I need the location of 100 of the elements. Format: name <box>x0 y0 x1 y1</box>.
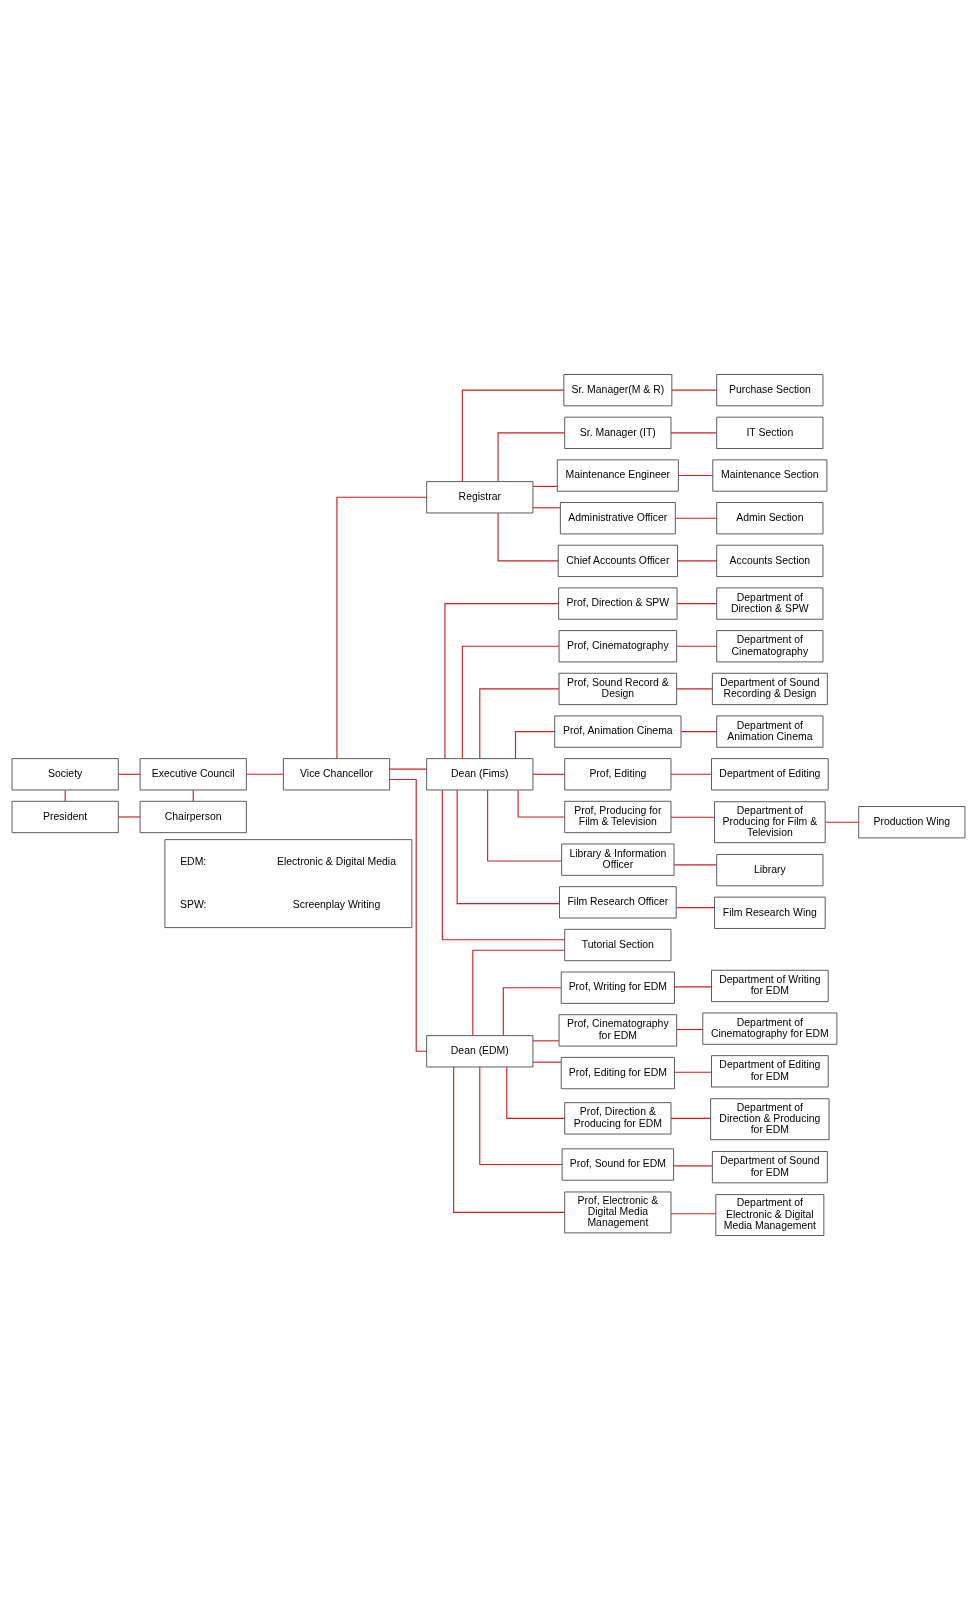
node-box: Prof, Electronic & Digital Media Management <box>564 1191 672 1234</box>
node-box: Purchase Section <box>716 374 824 407</box>
connector <box>64 789 66 802</box>
node-box: Film Research Wing <box>714 896 826 929</box>
node-box: Prof, Producing for Film & Television <box>564 800 672 834</box>
connector <box>670 816 715 818</box>
node-box <box>164 839 413 929</box>
node-box: Sr. Manager (IT) <box>564 416 672 449</box>
node-box: Department of Electronic & Digital Media Management <box>715 1194 825 1236</box>
node-box: Maintenance Engineer <box>556 459 679 492</box>
node-box: Prof, Sound Record & Design <box>558 672 678 706</box>
connector <box>674 1071 713 1073</box>
node-box: Department of Animation Cinema <box>716 715 824 748</box>
connector <box>461 389 565 483</box>
node-box: Chief Accounts Officer <box>557 544 678 577</box>
connector <box>670 773 712 775</box>
connector <box>389 778 427 1052</box>
node-box: Tutorial Section <box>564 928 672 962</box>
node-box: Vice Chancellor <box>282 758 391 791</box>
connector <box>670 1117 712 1119</box>
connector <box>502 987 562 1037</box>
connector <box>670 1213 717 1215</box>
node-box: Department of Sound Recording & Design <box>711 672 828 706</box>
node-box: Maintenance Section <box>712 459 828 492</box>
node-box: Department of Cinematography <box>716 630 824 663</box>
connector <box>479 1066 563 1166</box>
node-box: Administrative Officer <box>559 502 676 535</box>
connector <box>680 731 718 733</box>
connector <box>532 773 566 775</box>
node-box: Prof, Animation Cinema <box>554 715 682 748</box>
connector <box>673 1165 713 1167</box>
connector <box>472 949 566 1037</box>
node-box: Executive Council <box>139 758 247 791</box>
node-box: Dean (EDM) <box>426 1035 534 1068</box>
node-box: Prof, Editing <box>564 758 672 791</box>
node-box: Department of Direction & SPW <box>716 587 824 620</box>
connector <box>497 432 566 482</box>
node-box: Prof, Direction & Producing for EDM <box>564 1102 672 1135</box>
node-box: Prof, Cinematography <box>558 630 678 663</box>
node-box: Department of Direction & Producing for EDM <box>710 1098 830 1141</box>
connector <box>676 907 716 909</box>
node-box: Accounts Section <box>716 544 824 577</box>
node-box: Prof, Writing for EDM <box>560 971 675 1004</box>
node-box: Prof, Editing for EDM <box>560 1056 675 1090</box>
connector <box>677 560 718 562</box>
node-box: Prof, Direction & SPW <box>558 587 678 620</box>
node-box: President <box>11 800 119 834</box>
connector <box>676 688 713 690</box>
node-box: Department of Producing for Film & Television <box>714 801 826 844</box>
node-box: Library <box>716 854 824 887</box>
connector <box>441 789 566 941</box>
node-box: IT Section <box>716 416 824 449</box>
node-box: Sr. Manager(M & R) <box>563 374 673 407</box>
connector <box>117 816 141 818</box>
connector <box>506 1066 566 1119</box>
label: EDM: <box>180 855 207 867</box>
connector <box>389 768 428 770</box>
connector <box>674 986 713 988</box>
connector <box>117 773 141 775</box>
connector <box>517 789 566 818</box>
node-box: Admin Section <box>716 502 824 535</box>
node-box: Prof, Cinematography for EDM <box>558 1014 678 1047</box>
connector <box>532 1061 562 1063</box>
node-box: Dean (Fims) <box>426 758 534 791</box>
connector <box>192 789 194 802</box>
connector <box>461 645 560 760</box>
node-box: Film Research Officer <box>559 886 677 919</box>
node-box: Library & Information Officer <box>561 843 675 876</box>
node-box: Prof, Sound for EDM <box>561 1148 675 1181</box>
node-box: Department of Cinematography for EDM <box>702 1012 838 1045</box>
connector <box>671 389 718 391</box>
connector <box>497 512 559 562</box>
label: SPW: <box>179 898 207 910</box>
connector <box>825 821 860 823</box>
connector <box>678 474 714 477</box>
connector <box>532 507 561 509</box>
label: Electronic & Digital Media <box>277 855 396 867</box>
connector <box>487 789 563 862</box>
connector <box>532 1040 560 1042</box>
node-box: Department of Editing for EDM <box>711 1055 829 1088</box>
connector <box>444 603 560 760</box>
connector <box>456 789 560 905</box>
node-box: Society <box>11 758 119 791</box>
connector <box>670 432 718 434</box>
connector <box>514 731 556 759</box>
connector <box>246 773 284 775</box>
connector <box>673 864 718 866</box>
connector <box>336 496 428 760</box>
connector <box>676 645 718 647</box>
node-box: Chairperson <box>139 800 247 834</box>
node-box: Department of Sound for EDM <box>711 1151 828 1184</box>
connector <box>676 1028 704 1031</box>
connector <box>532 485 558 487</box>
connector <box>675 517 718 519</box>
connector <box>453 1066 566 1213</box>
connector <box>479 688 560 759</box>
node-box: Department of Writing for EDM <box>711 969 829 1003</box>
node-box: Production Wing <box>858 806 966 839</box>
node-box: Registrar <box>426 481 534 514</box>
connector <box>676 603 718 605</box>
